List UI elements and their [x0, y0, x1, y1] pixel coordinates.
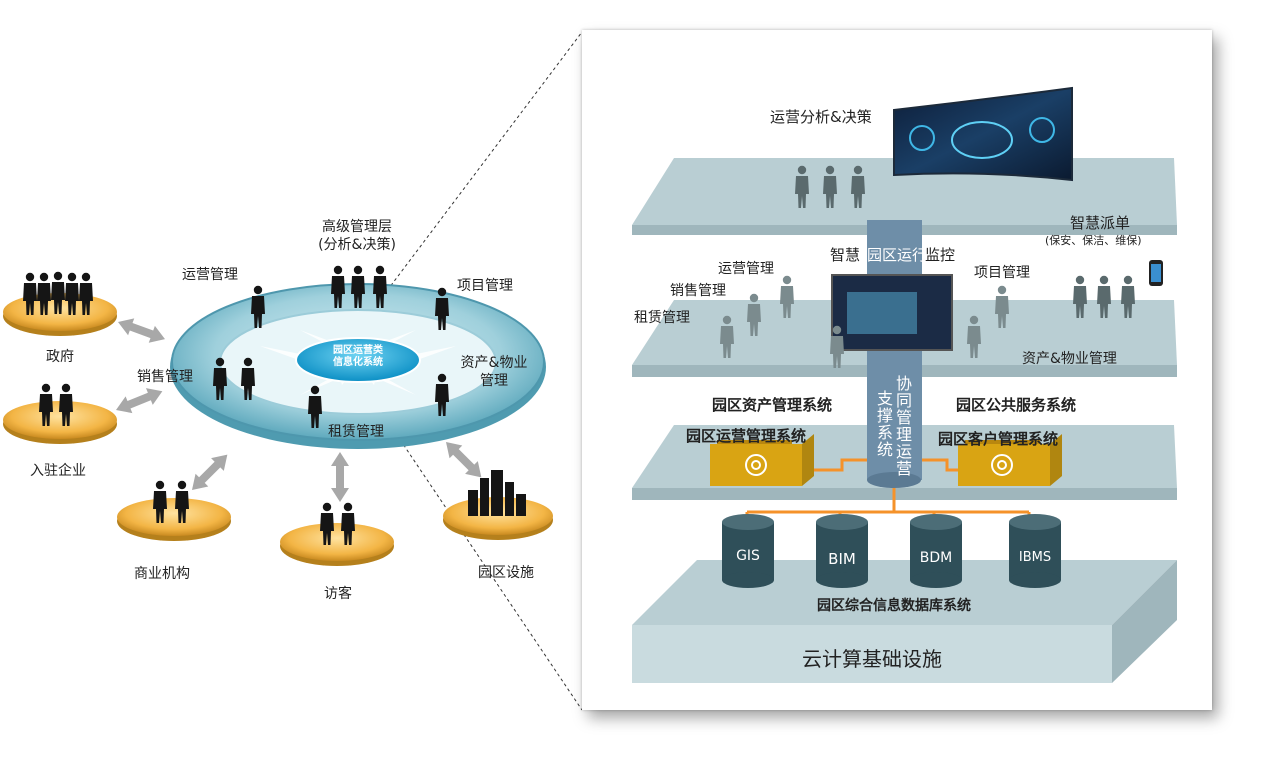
command-screen — [893, 86, 1073, 182]
label-customer-system: 园区客户管理系统 — [938, 430, 1059, 448]
architecture-panel: 运营分析&决策 智慧 园区运行 监控 运营管理 销售管理 租赁管理 项目管理 资… — [582, 30, 1212, 710]
label-monitor-3: 监控 — [925, 246, 956, 264]
architecture-svg — [632, 86, 1177, 683]
label-monitor-2: 园区运行 — [867, 246, 928, 264]
label-asset: 资产&物业 管理 — [460, 355, 528, 389]
zoom-line-top — [379, 31, 583, 301]
label-mid-lease: 租赁管理 — [634, 310, 690, 326]
label-commercial: 商业机构 — [134, 566, 190, 582]
label-mid-asset: 资产&物业管理 — [1022, 351, 1117, 367]
label-mid-ops: 运营管理 — [718, 261, 774, 277]
db-bdm: BDM — [919, 550, 953, 566]
customer-system-box — [958, 434, 1062, 486]
ops-system-box — [710, 434, 814, 486]
facility-buildings-icon — [468, 470, 526, 516]
label-mid-project: 项目管理 — [974, 265, 1030, 281]
label-mid-sales: 销售管理 — [670, 283, 726, 299]
monitor-screen — [831, 274, 953, 351]
phone-icon — [1149, 260, 1163, 286]
label-monitor-1: 智慧 — [830, 246, 861, 264]
central-ring — [170, 283, 546, 449]
label-db-layer: 园区综合信息数据库系统 — [817, 598, 971, 614]
label-cloud-base: 云计算基础设施 — [802, 647, 942, 671]
disc-enterprise — [3, 401, 117, 444]
label-ops: 运营管理 — [182, 267, 238, 283]
db-gis: GIS — [736, 548, 760, 564]
label-facility: 园区设施 — [478, 565, 534, 581]
label-gov: 政府 — [46, 349, 74, 365]
label-asset-system: 园区资产管理系统 — [712, 396, 833, 414]
label-lease: 租赁管理 — [328, 424, 384, 440]
label-visitor: 访客 — [324, 586, 352, 602]
database-cylinders — [722, 514, 1061, 588]
label-project: 项目管理 — [457, 278, 513, 294]
label-ops-system: 园区运营管理系统 — [686, 427, 807, 445]
label-sales: 销售管理 — [137, 369, 193, 385]
center-system-label: 园区运营类 信息化系统 — [333, 345, 383, 368]
label-public-system: 园区公共服务系统 — [956, 396, 1077, 414]
label-dispatch: 智慧派单 — [1070, 214, 1131, 232]
label-senior-management: 高级管理层 (分析&决策) — [318, 219, 396, 253]
db-bim: BIM — [828, 550, 856, 568]
label-analysis-decision: 运营分析&决策 — [770, 108, 872, 126]
label-dispatch-sub: (保安、保洁、维保) — [1045, 234, 1142, 247]
db-ibms: IBMS — [1018, 550, 1052, 565]
disc-visitor — [280, 523, 394, 566]
label-enterprise: 入驻企业 — [30, 463, 86, 479]
pillar-label-col1: 协同管理运营 — [895, 374, 912, 478]
pillar-label-col2: 支撑系统 — [876, 389, 893, 459]
center-system-node — [295, 337, 421, 383]
disc-commercial — [117, 498, 231, 541]
